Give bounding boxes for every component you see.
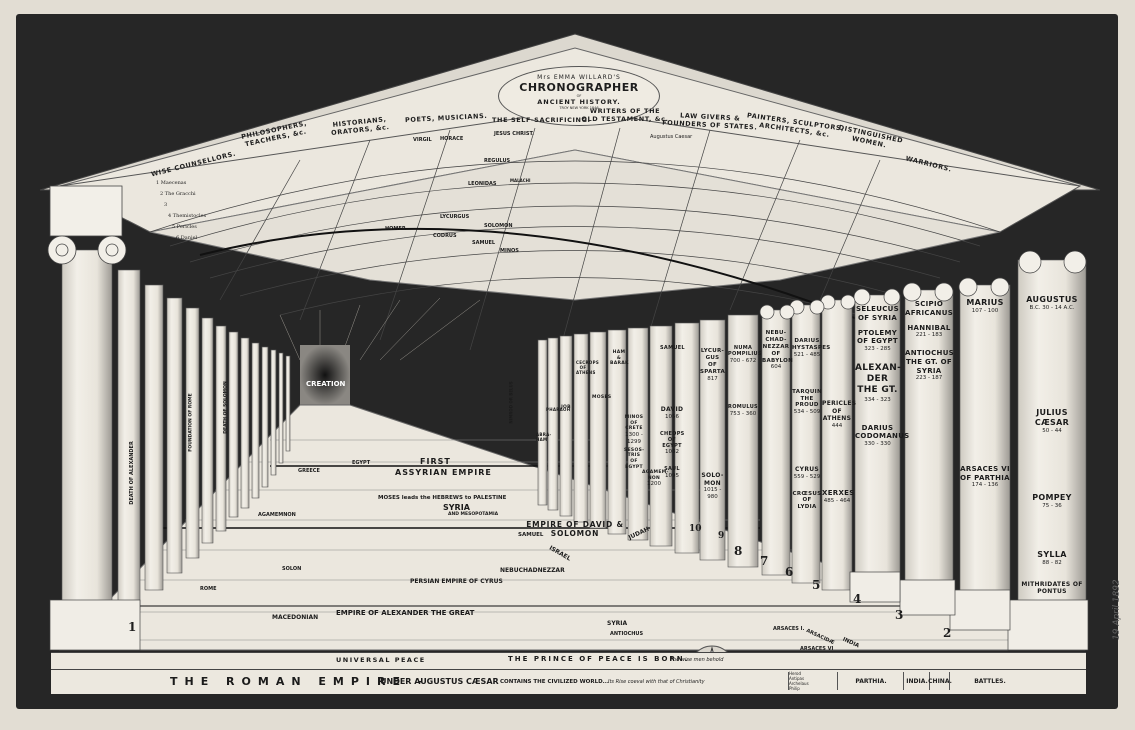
list-item: 4 Themistocles [168, 213, 207, 219]
floor-arsaces-i: ARSACES I. [773, 626, 805, 632]
imprint: TROY NEW YORK 1846 [559, 106, 599, 110]
floor-empire-alexander: EMPIRE OF ALEXANDER THE GREAT [336, 609, 475, 617]
label-foundation-of-rome: FOUNDATION OF ROME [188, 393, 194, 452]
floor-egypt: EGYPT [352, 460, 371, 466]
floor-antiochus: ANTIOCHUS [610, 631, 644, 637]
floor-macedonian: MACEDONIAN [272, 614, 319, 621]
wise-men: The wise men behold [670, 657, 724, 663]
base-number: 7 [760, 554, 769, 568]
ceiling-regulus: REGULUS [484, 158, 511, 164]
of-word: OF [576, 94, 582, 98]
base-number: 9 [718, 531, 725, 541]
floor-assyrian-empire: ASSYRIAN EMPIRE [395, 468, 492, 477]
floor-syria-seleucid: SYRIA [607, 620, 628, 627]
ceiling-malachi: MALACHI [510, 178, 531, 183]
ceiling-leonidas: LEONIDAS [468, 181, 497, 187]
ceiling-solomon: SOLOMON [484, 223, 513, 229]
base-number: 10 [689, 524, 702, 534]
floor-empire-david-solomon: EMPIRE OF DAVID & SOLOMON [526, 520, 624, 538]
list-item: 6 Daniel [176, 235, 198, 241]
author-line: Mrs EMMA WILLARD'S [537, 74, 621, 81]
column-moses: MOSES [592, 395, 612, 400]
floor-samuel: SAMUEL [518, 532, 544, 538]
base-number: 4 [853, 592, 862, 606]
ceiling-augustus: Augustus Caesar [650, 134, 693, 140]
label-death-of-alexander: DEATH OF ALEXANDER [128, 441, 135, 505]
base-number: 5 [812, 578, 821, 592]
floor-moses: MOSES leads the HEBREWS to PALESTINE [378, 495, 507, 501]
floor-syria: SYRIA [443, 503, 470, 512]
ceiling-minos: MINOS [500, 248, 519, 254]
prince-of-peace: THE PRINCE OF PEACE IS BORN. [508, 655, 690, 663]
column-cecrops: CECROPS OF ATHENS [576, 360, 599, 375]
china-cell: CHINA. [928, 672, 952, 690]
ceiling-codrus: CODRUS [433, 233, 457, 239]
ceiling-lycurgus: LYCURGUS [440, 214, 470, 220]
title-cartouche: Mrs EMMA WILLARD'S CHRONOGRAPHER OF ANCI… [498, 66, 660, 126]
subtitle: ANCIENT HISTORY. [537, 98, 621, 106]
column-abraham: ABRA-HAM [536, 432, 552, 442]
floor-solon: SOLON [282, 566, 302, 572]
universal-peace: UNIVERSAL PEACE [336, 656, 426, 664]
floor-rome: ROME [200, 586, 217, 592]
list-item: 3 [164, 202, 168, 208]
floor-mesopotamia: AND MESOPOTAMIA [448, 512, 499, 517]
india-cell: INDIA. [903, 672, 930, 690]
christianity-note: Its Rise coeval with that of Christianit… [608, 679, 705, 685]
base-number: 6 [785, 565, 794, 579]
list-item: 5 Pericles [172, 224, 197, 230]
ceiling-virgil: VIRGIL [413, 137, 432, 143]
list-item: 1 Maecenas [156, 180, 187, 186]
universal-peace-band [51, 652, 1086, 670]
header-self-sacrificing: THE SELF-SACRIFICING. [492, 116, 591, 124]
wise-counsellors-list: 1 Maecenas 2 The Gracchi 3 4 Themistocle… [156, 178, 206, 244]
floor-greece: GREECE [298, 468, 320, 474]
ceiling-jesus: JESUS CHRIST. [494, 131, 534, 137]
ceiling-homer: HOMER [385, 226, 406, 232]
column-gideon: HAM & BARAK [610, 350, 629, 367]
list-item: 2 The Gracchi [160, 191, 196, 197]
ceiling-horace: HORACE [440, 136, 464, 142]
base-number: 2 [943, 626, 952, 640]
floor-arsaces-vi: ARSACES VI [800, 646, 834, 652]
base-number: 1 [128, 620, 137, 634]
ceiling-samuel: SAMUEL [472, 240, 496, 246]
floor-persian-empire: PERSIAN EMPIRE OF CYRUS [410, 578, 503, 585]
under-augustus: UNDER AUGUSTUS CÆSAR [380, 677, 499, 686]
creation-label: CREATION [306, 380, 346, 388]
floor-first: FIRST [420, 457, 451, 466]
floor-nebuchadnezzar: NEBUCHADNEZZAR [500, 567, 565, 574]
roman-empire-title: THE ROMAN EMPIRE - [170, 675, 430, 688]
main-title: CHRONOGRAPHER [519, 81, 639, 94]
civilized-world: CONTAINS THE CIVILIZED WORLD... [500, 679, 609, 685]
floor-agamemnon: AGAMEMNON [258, 512, 296, 518]
label-nimrod: NIMROD OR BELUS [508, 381, 514, 424]
header-old-testament: WRITERS OF THE OLD TESTAMENT, &c. [581, 107, 669, 124]
herod-cell: Herod Antipas Archelaus Philip [788, 671, 809, 691]
battles-cell: BATTLES. [949, 672, 1030, 690]
base-number: 3 [895, 608, 904, 622]
margin-handwriting: 19 April 1892 [1112, 579, 1122, 640]
parthia-cell: PARTHIA. [837, 672, 904, 690]
roman-empire-band [51, 669, 1086, 694]
column-pharaoh: PHARAOH [546, 407, 570, 412]
base-number: 8 [734, 544, 743, 558]
label-death-of-solomon: DEATH OF SOLOMON [223, 381, 229, 434]
column-job: JOB [561, 405, 571, 410]
